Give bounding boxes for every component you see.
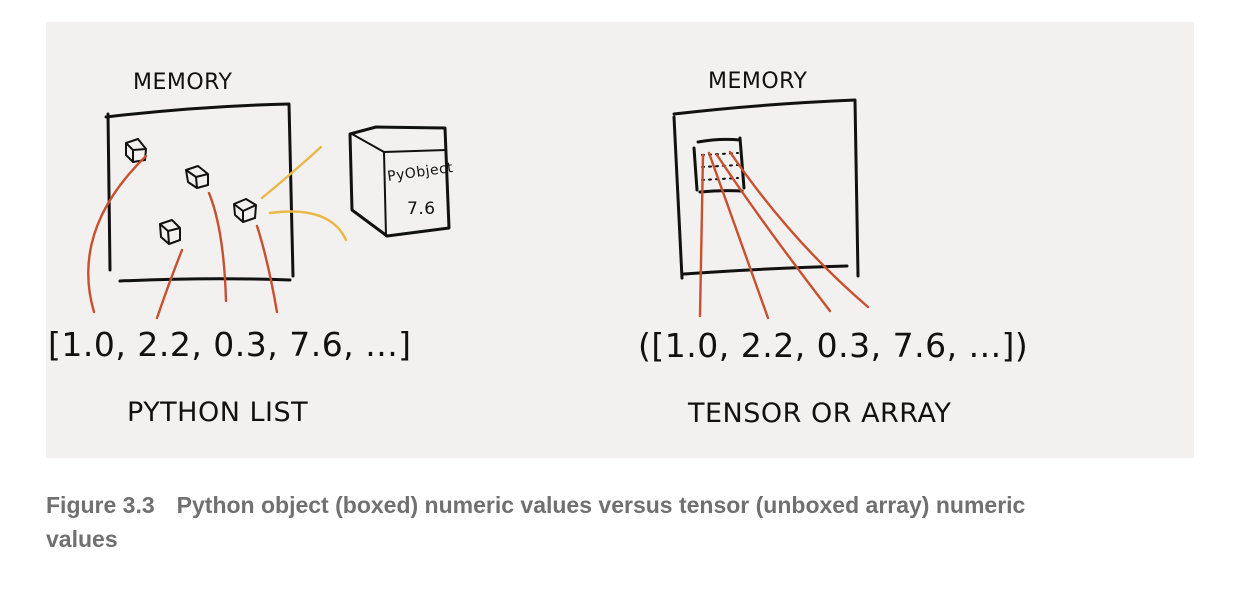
boxed-object-icon bbox=[159, 219, 181, 245]
right-memory-box bbox=[672, 98, 860, 280]
figure-number: Figure 3.3 bbox=[46, 492, 155, 518]
tensor-values: ([1.0, 2.2, 0.3, 7.6, ...]) bbox=[638, 326, 1028, 365]
pyobject-value: 7.6 bbox=[407, 199, 436, 219]
python-list-values: [1.0, 2.2, 0.3, 7.6, ...] bbox=[48, 325, 412, 364]
python-list-title: PYTHON LIST bbox=[127, 397, 308, 428]
boxed-object-icon bbox=[125, 138, 147, 163]
pointer-arrow bbox=[728, 150, 870, 309]
tensor-diagram: MEMORY ([1.0, 2.2, 0.3, 7.6, ...]) TENSO… bbox=[638, 69, 1028, 429]
boxed-object-icon bbox=[233, 198, 257, 223]
python-list-diagram: MEMORY PyObject 7.6 [1.0, 2.2, 0 bbox=[48, 70, 454, 428]
pointer-arrow bbox=[698, 153, 705, 318]
pointer-arrow bbox=[707, 151, 770, 320]
tensor-title: TENSOR OR ARRAY bbox=[687, 398, 951, 429]
zoom-line bbox=[260, 145, 323, 200]
pointer-arrow bbox=[207, 191, 228, 303]
zoom-line bbox=[268, 210, 348, 242]
pyobject-cube: PyObject 7.6 bbox=[348, 125, 454, 238]
pointer-arrow bbox=[255, 224, 279, 314]
pointer-arrow bbox=[87, 154, 148, 314]
left-memory-box bbox=[104, 102, 295, 283]
pointer-arrow bbox=[155, 248, 184, 320]
figure-panel bbox=[46, 22, 1194, 458]
pyobject-label: PyObject bbox=[386, 160, 454, 185]
right-memory-label: MEMORY bbox=[708, 69, 808, 94]
left-memory-label: MEMORY bbox=[133, 70, 233, 95]
pointer-arrow bbox=[715, 153, 832, 313]
boxed-object-icon bbox=[185, 165, 209, 189]
figure-caption-text: Python object (boxed) numeric values ver… bbox=[46, 492, 1026, 552]
